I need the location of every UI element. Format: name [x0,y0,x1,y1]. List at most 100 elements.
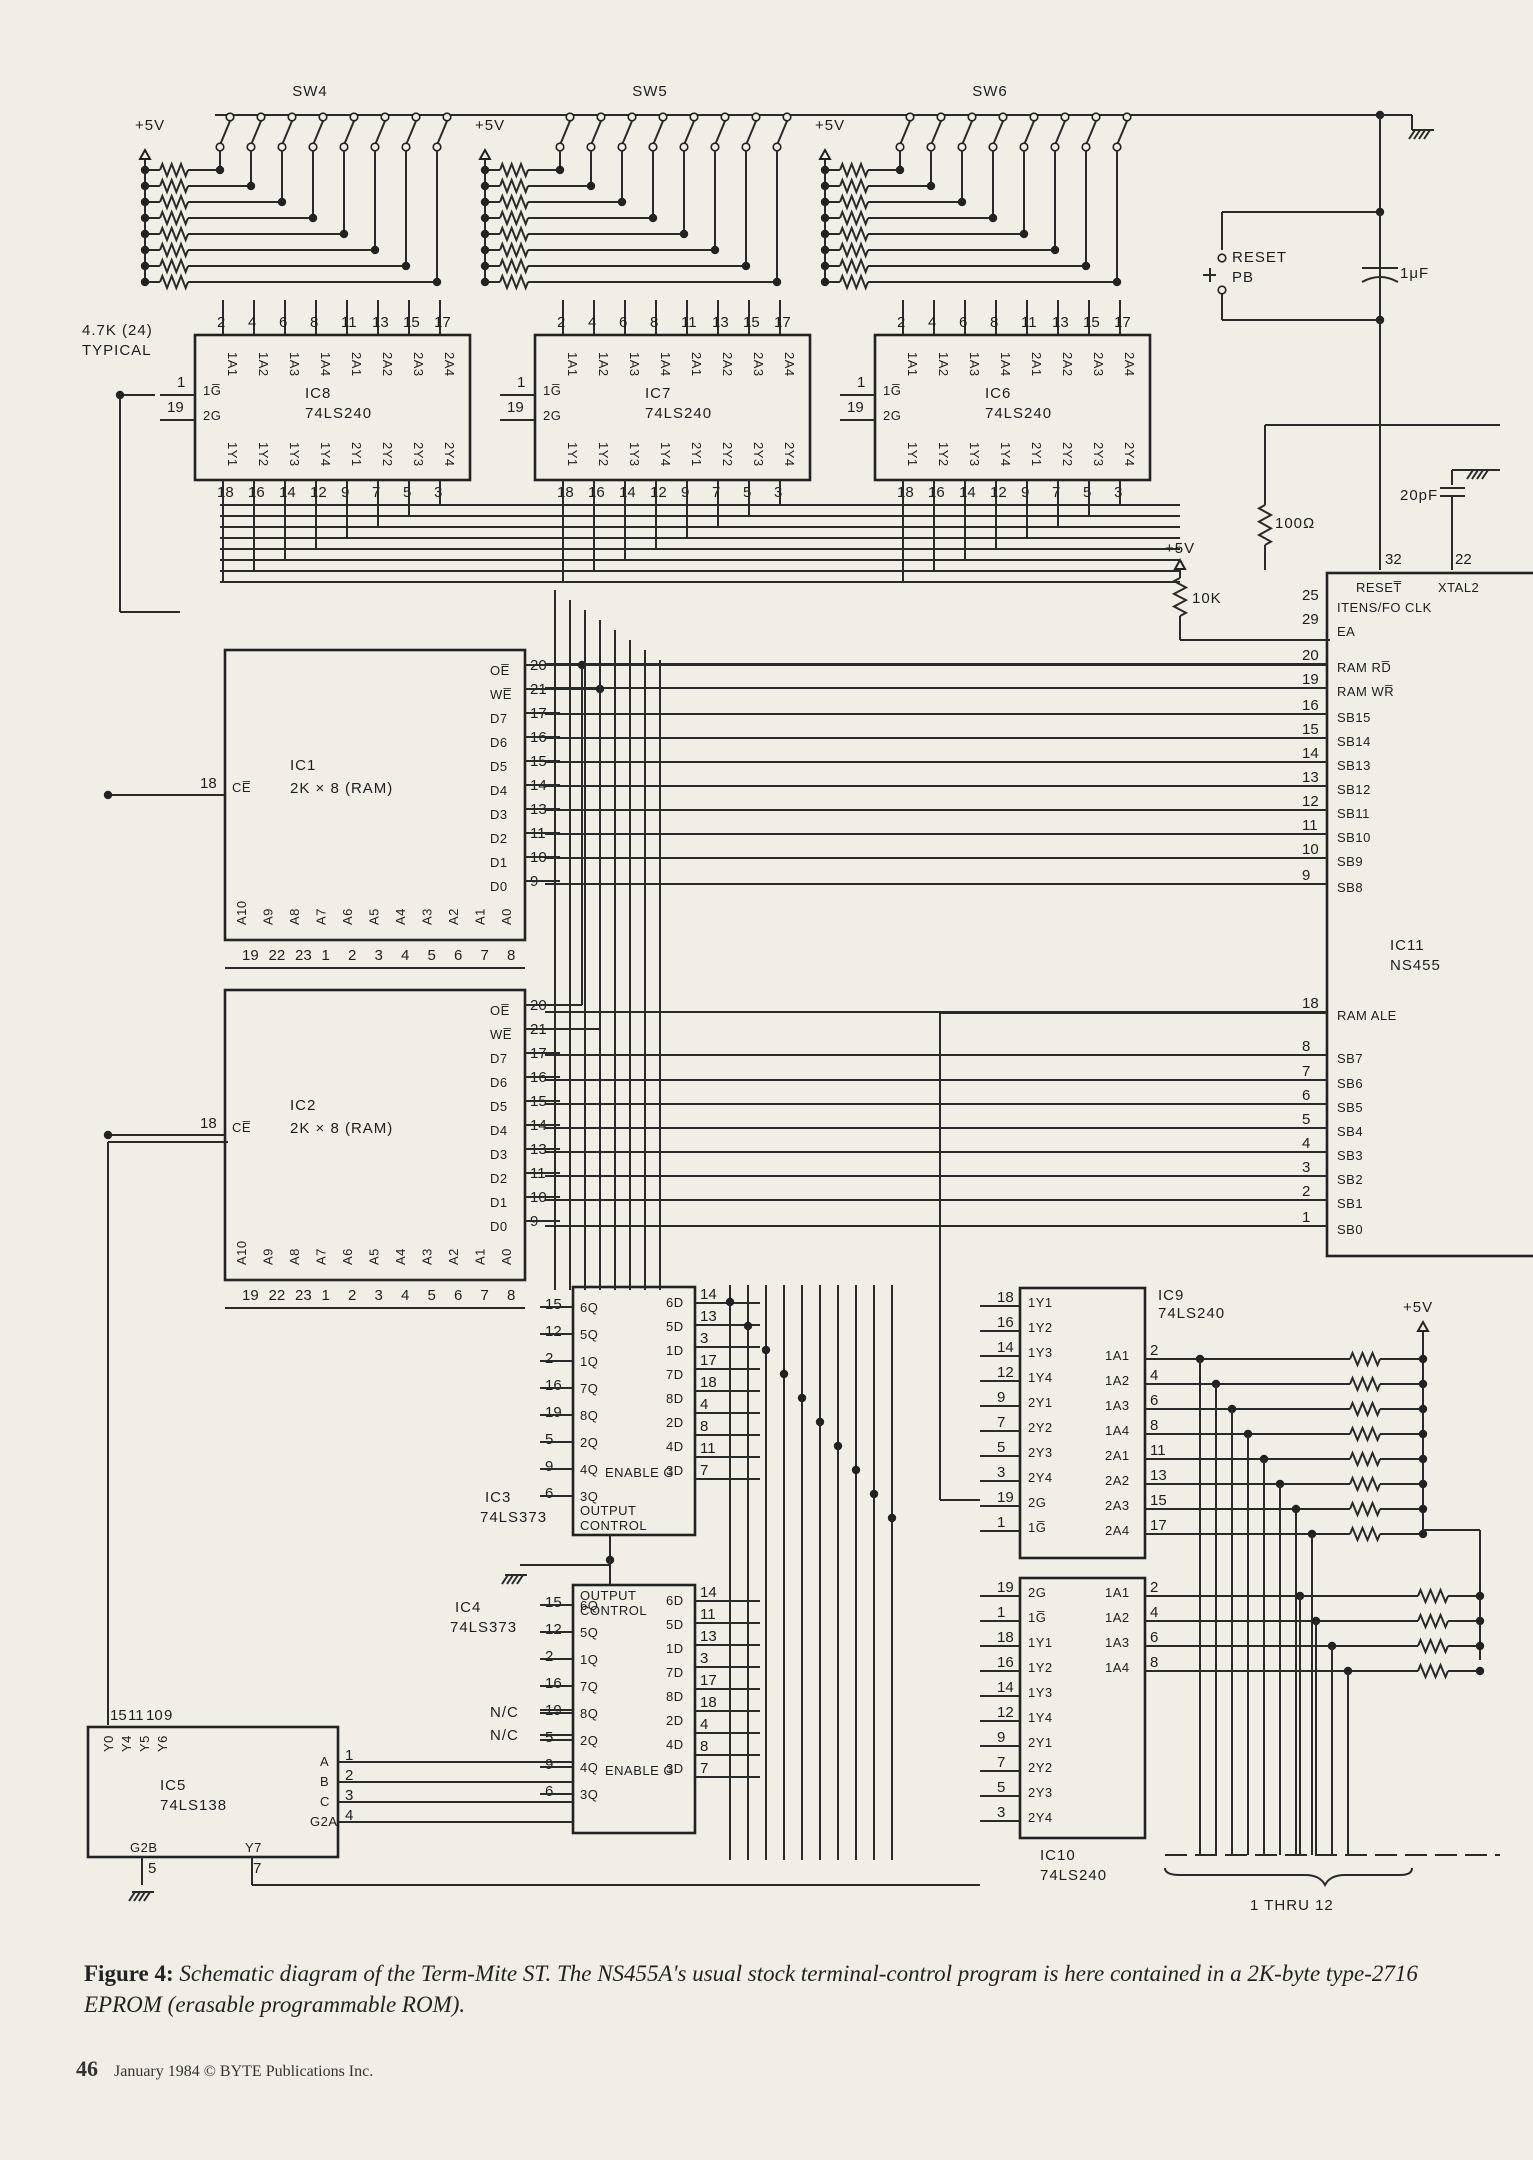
pin-number: 4 [401,947,409,964]
pin-number: 2 [557,314,565,331]
pin-number: 4 [1150,1367,1158,1384]
pin-number: 2 [1150,1579,1158,1596]
pin-name: 1Y4 [318,442,333,467]
pin-name: 2A4 [782,352,797,377]
pin-name: Y7 [245,1840,262,1855]
pin-number: 9 [1021,484,1029,501]
page-number: 46 [76,2056,98,2081]
resistor [1349,1400,1381,1418]
pin-name: 2G [543,408,561,423]
pin-number: 11 [700,1440,716,1457]
pin-name: D1 [490,1195,508,1210]
pin-name: 2Y1 [1028,1735,1053,1750]
pin-name: A0 [499,1248,514,1265]
pin-number: 3 [375,1287,383,1304]
junction-dot [480,261,490,271]
pin-name: 1Y3 [967,442,982,467]
switch-contact [349,112,359,122]
resistor [159,225,189,243]
pin-name: 1Y3 [1028,1685,1053,1700]
pin-name: 1G̅ [883,383,901,398]
pin-name: SB7 [1337,1051,1363,1066]
pin-number: 14 [959,484,976,501]
supply-label: +5V [1403,1299,1433,1316]
pin-name: 7Q [580,1679,598,1694]
pin-number: 18 [557,484,574,501]
resistor [159,177,189,195]
pin-name: WE̅ [490,1027,512,1042]
pin-name: 1Y3 [287,442,302,467]
switch-blade [1085,120,1097,146]
switch-blade [590,120,602,146]
pin-number: 29 [1302,611,1319,628]
pin-name: 2Y3 [1028,1445,1053,1460]
pin-number: 2 [897,314,905,331]
capacitor-label: 1μF [1400,265,1429,282]
switch-contact [596,112,606,122]
junction-dot [820,165,830,175]
ic-part: 74LS240 [1158,1305,1225,1322]
pin-name: 1Y1 [1028,1635,1053,1650]
junction-dot [851,1465,861,1475]
pin-name: 3Q [580,1489,598,1504]
resistor [1349,1500,1381,1518]
resistor-note: 4.7K (24) [82,322,153,339]
pin-name: 1A3 [1105,1635,1130,1650]
pin-name: WE̅ [490,687,512,702]
pin-name: 2Y4 [782,442,797,467]
pin-name: 2Y2 [380,442,395,467]
pin-name: 2A1 [1029,352,1044,377]
pin-name: 7D [666,1665,684,1680]
pin-number: 3 [1302,1159,1310,1176]
pin-number: 12 [310,484,327,501]
pin-name: D6 [490,735,508,750]
switch-contact [432,142,442,152]
pin-name: A1 [473,908,488,925]
page-footer: 46 January 1984 © BYTE Publications Inc. [76,2056,373,2082]
pin-number: 6 [545,1485,553,1502]
pin-name: RAM RD̅ [1337,660,1391,675]
pin-number: 8 [990,314,998,331]
pin-number: 12 [545,1621,562,1638]
pin-number: 6 [1150,1392,1158,1409]
pin-name: 1Q [580,1354,598,1369]
junction-dot [401,261,411,271]
pin-number: 12 [997,1364,1014,1381]
pin-number: 6 [545,1783,553,1800]
pin-name: 2G [883,408,901,423]
pin-name: 7D [666,1367,684,1382]
pin-number: 18 [200,1115,217,1132]
ic-part: 74LS373 [450,1619,517,1636]
pin-number: 19 [997,1579,1014,1596]
pin-number: 12 [997,1704,1014,1721]
junction-dot [743,1321,753,1331]
pin-number: 5 [148,1860,156,1877]
pin-number: 3 [1114,484,1122,501]
pin-name: A2 [446,908,461,925]
pin-name: 1A1 [905,352,920,377]
pin-number: 4 [248,314,256,331]
pin-name: SB10 [1337,830,1371,845]
junction-dot [1418,1354,1428,1364]
resistor [159,161,189,179]
switch-contact [246,142,256,152]
pin-name: 5Q [580,1327,598,1342]
pin-name: D7 [490,711,508,726]
junction-dot [140,277,150,287]
supply-label: +5V [475,117,505,134]
pin-number: 18 [997,1629,1014,1646]
pin-number: 3 [434,484,442,501]
pin-number: 8 [507,947,515,964]
supply-arrow [138,147,152,160]
junction-dot [1418,1504,1428,1514]
pin-number: 7 [481,1287,489,1304]
junction-dot [103,1130,113,1140]
pin-number: 14 [700,1286,717,1303]
switch-contact [1050,142,1060,152]
supply-label: +5V [135,117,165,134]
junction-dot [887,1513,897,1523]
pin-name: 1Y3 [627,442,642,467]
pin-number: 14 [997,1339,1014,1356]
pin-name: 2Q [580,1435,598,1450]
pin-name: SB15 [1337,710,1371,725]
